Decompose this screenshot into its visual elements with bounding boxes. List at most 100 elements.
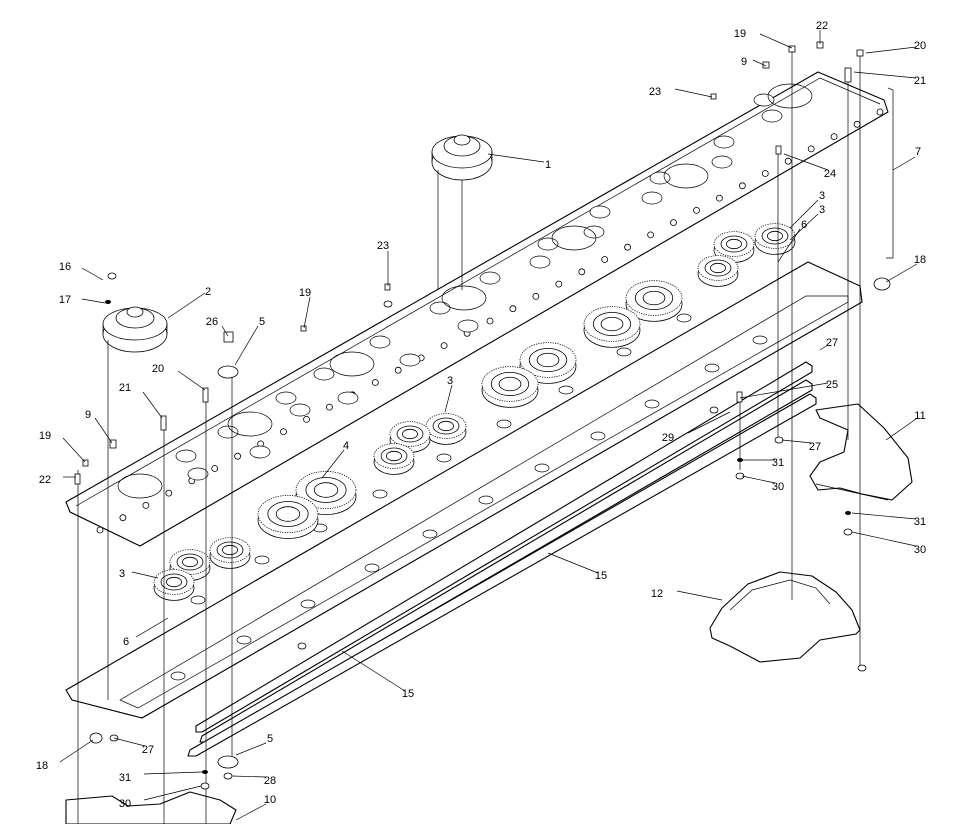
- seal-strip-2: [199, 379, 813, 743]
- gear: [373, 443, 415, 475]
- callout-number: 26: [206, 316, 218, 328]
- leader-line: [752, 59, 767, 67]
- callout-number: 31: [914, 516, 926, 528]
- callout-number: 9: [85, 409, 91, 421]
- gear: [209, 537, 251, 569]
- callout-number: 5: [267, 733, 273, 745]
- leader-line: [851, 512, 917, 520]
- leader-line: [789, 213, 819, 241]
- callout-number: 22: [39, 474, 51, 486]
- callout-number: 10: [264, 794, 276, 806]
- callout-number: 3: [447, 375, 453, 387]
- callout-number: 18: [914, 254, 926, 266]
- leader-line: [789, 199, 819, 229]
- callout-number: 1: [545, 159, 551, 171]
- callout-number: 6: [801, 219, 807, 231]
- callout-number: 23: [377, 240, 389, 252]
- callout-number: 29: [662, 432, 674, 444]
- callout-number: 15: [595, 570, 607, 582]
- leader-line: [759, 33, 793, 49]
- callout-number: 12: [651, 588, 663, 600]
- leader-line: [177, 370, 206, 391]
- fasteners: [74, 41, 891, 790]
- leader-line: [487, 153, 545, 163]
- leader-line: [885, 263, 918, 283]
- leader-line: [235, 803, 267, 821]
- callout-number: 31: [119, 772, 131, 784]
- seal-strip-1: [195, 361, 813, 733]
- leader-line: [235, 742, 267, 756]
- leader-line: [676, 590, 723, 601]
- leader-line: [321, 449, 345, 479]
- leader-line: [62, 437, 86, 463]
- seal-strip-3: [187, 393, 817, 757]
- callout-number: 20: [914, 40, 926, 52]
- leader-line: [303, 296, 311, 329]
- gear: [519, 342, 577, 384]
- bracket-plate-11: [809, 403, 913, 501]
- leader-line: [231, 775, 267, 778]
- gear: [583, 306, 641, 348]
- leader-line: [113, 737, 146, 747]
- callout-number: 27: [809, 441, 821, 453]
- gear: [257, 494, 319, 539]
- callout-number: 20: [152, 363, 164, 375]
- leader-line: [135, 617, 169, 638]
- leader-line: [81, 267, 104, 281]
- leader-line: [851, 531, 917, 547]
- callout-number: 19: [734, 28, 746, 40]
- callout-number: 30: [914, 544, 926, 556]
- top-housing-plate: [65, 71, 889, 547]
- leader-line: [777, 228, 801, 263]
- leader-line: [143, 771, 203, 775]
- callout-number: 21: [119, 382, 131, 394]
- leader-line: [234, 325, 259, 366]
- gear: [425, 413, 467, 445]
- leader-line: [865, 46, 917, 54]
- callout-number: 2: [205, 286, 211, 298]
- gear: [153, 569, 195, 601]
- leader-line: [94, 417, 113, 444]
- leader-line: [444, 384, 453, 413]
- callout-number: 21: [914, 75, 926, 87]
- callout-number: 24: [824, 168, 836, 180]
- leader-line: [687, 411, 731, 434]
- leader-line: [739, 382, 829, 399]
- callout-number: 11: [914, 410, 925, 422]
- leader-line: [853, 71, 917, 79]
- callout-number: 19: [299, 287, 311, 299]
- callout-number: 31: [772, 457, 784, 469]
- gear: [625, 280, 683, 322]
- leader-line: [143, 785, 202, 801]
- callout-number: 17: [59, 294, 71, 306]
- gear: [481, 366, 539, 408]
- callout-number: 18: [36, 760, 48, 772]
- callout-number: 25: [826, 379, 838, 391]
- leader-line: [885, 418, 917, 441]
- leader-line: [741, 475, 776, 484]
- callout-number: 6: [123, 636, 129, 648]
- gear: [754, 223, 796, 255]
- leader-line: [142, 391, 163, 419]
- callout-number: 3: [819, 204, 825, 216]
- leader-line: [674, 88, 713, 98]
- callout-number: 7: [915, 146, 921, 158]
- callout-number: 27: [142, 744, 154, 756]
- hub-assembly-1: [431, 134, 493, 181]
- callout-number: 15: [402, 688, 414, 700]
- callout-number: 23: [649, 86, 661, 98]
- gear-set: [153, 223, 796, 601]
- callout-number: 28: [264, 775, 276, 787]
- leader-line: [783, 153, 829, 171]
- callout-number: 16: [59, 261, 71, 273]
- leader-line: [59, 739, 94, 763]
- callout-number: 5: [259, 316, 265, 328]
- leader-line: [167, 292, 206, 319]
- leader-line: [131, 571, 159, 579]
- callout-number: 22: [816, 20, 828, 32]
- assembly-lines: [77, 48, 894, 824]
- callout-number: 3: [119, 568, 125, 580]
- leader-line: [341, 650, 406, 692]
- leader-line: [221, 325, 229, 337]
